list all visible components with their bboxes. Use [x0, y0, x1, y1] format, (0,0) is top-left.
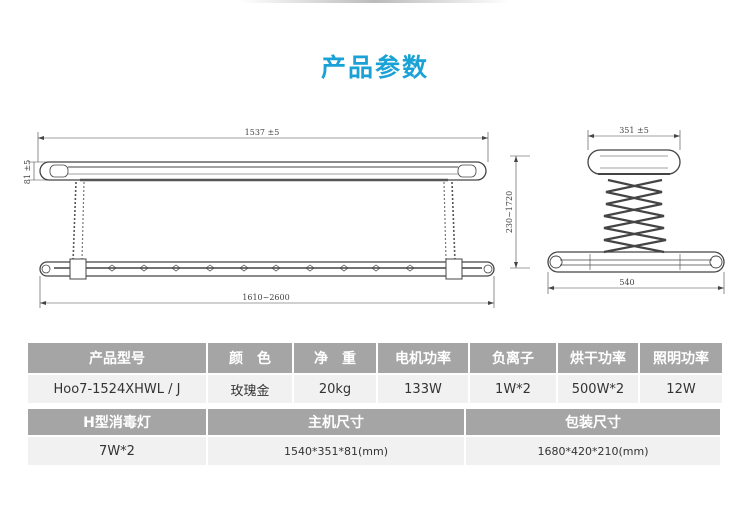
spec-value-row-2: 7W*2 1540*351*81(mm) 1680*420*210(mm): [28, 437, 720, 465]
value-color: 玫瑰金: [208, 375, 292, 403]
header-color: 颜 色: [208, 343, 292, 373]
value-model: Hoo7-1524XHWL / J: [28, 375, 206, 403]
dimension-drawing: 1537 ±5 81 ±5 1610~2600 351 ±5 230~1720 …: [23, 126, 725, 308]
value-host-size: 1540*351*81(mm): [208, 437, 464, 465]
header-drying-power: 烘干功率: [558, 343, 638, 373]
header-motor-power: 电机功率: [378, 343, 468, 373]
header-anion: 负离子: [470, 343, 556, 373]
value-package-size: 1680*420*210(mm): [466, 437, 720, 465]
header-model: 产品型号: [28, 343, 206, 373]
value-anion: 1W*2: [470, 375, 556, 403]
header-package-size: 包装尺寸: [466, 409, 720, 435]
value-lighting-power: 12W: [640, 375, 722, 403]
value-drying-power: 500W*2: [558, 375, 638, 403]
header-lighting-power: 照明功率: [640, 343, 722, 373]
page-title: 产品参数: [320, 53, 429, 82]
dim-side-stroke: 230~1720: [505, 191, 514, 233]
value-motor-power: 133W: [378, 375, 468, 403]
dim-front-width: 1537 ±5: [245, 128, 280, 137]
spec-header-row: 产品型号 颜 色 净 重 电机功率 负离子 烘干功率 照明功率: [28, 343, 722, 373]
dim-side-width: 351 ±5: [619, 126, 649, 135]
dim-side-base: 540: [619, 278, 634, 287]
header-host-size: 主机尺寸: [208, 409, 464, 435]
header-uv-lamp: H型消毒灯: [28, 409, 206, 435]
dim-front-stroke: 1610~2600: [242, 293, 289, 302]
spec-header-row-2: H型消毒灯 主机尺寸 包装尺寸: [28, 409, 720, 435]
spec-value-row: Hoo7-1524XHWL / J 玫瑰金 20kg 133W 1W*2 500…: [28, 375, 722, 403]
value-uv-lamp: 7W*2: [28, 437, 206, 465]
top-divider: [240, 0, 510, 3]
header-net-weight: 净 重: [294, 343, 376, 373]
value-net-weight: 20kg: [294, 375, 376, 403]
dim-front-height: 81 ±5: [23, 160, 32, 185]
